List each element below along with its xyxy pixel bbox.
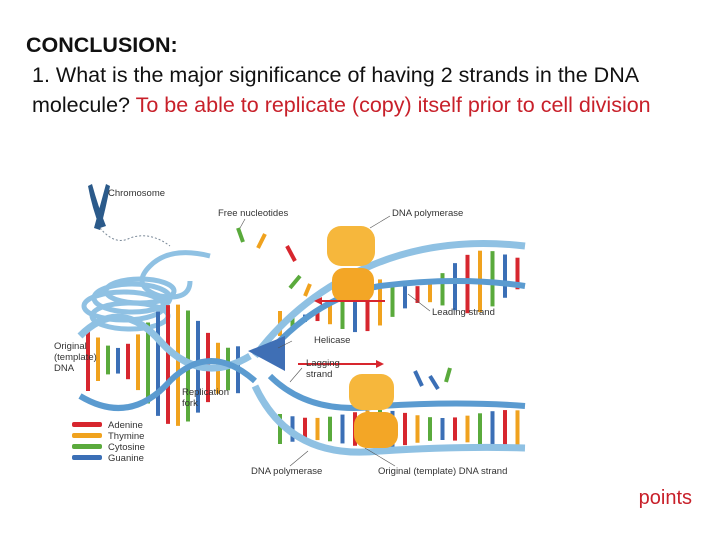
label-leading-strand: Leading strand (432, 307, 495, 318)
leading-arrow-head (314, 297, 322, 305)
top-backbone (252, 240, 526, 359)
leading-strand-pairs (278, 250, 520, 336)
dna-polymerase-bottom (349, 374, 398, 448)
legend-label: Cytosine (108, 442, 145, 453)
template-backbone-b (78, 358, 257, 411)
legend-swatch (72, 422, 102, 427)
label-lagging-2: strand (306, 369, 332, 380)
legend-swatch (72, 444, 102, 449)
chromosome-icon (88, 184, 171, 247)
dna-replication-diagram: Chromosome (54, 184, 526, 477)
label-dna-polymerase-bottom: DNA polymerase (251, 466, 322, 477)
leader-lines (239, 215, 431, 467)
template-backbone-a (77, 313, 252, 372)
legend-swatch (72, 433, 102, 438)
label-free-nucleotides: Free nucleotides (218, 208, 288, 219)
legend-label: Guanine (108, 453, 144, 464)
bottom-backbone (251, 384, 526, 456)
legend-label: Adenine (108, 420, 143, 431)
bottom-backbone-inner (267, 373, 526, 411)
points-label: points (638, 487, 692, 509)
top-backbone-inner (267, 278, 526, 354)
label-replication-1: Replication (182, 387, 229, 398)
dna-polymerase-top (327, 226, 375, 302)
label-original-template-strand: Original (template) DNA strand (378, 466, 507, 477)
question-text: 1. What is the major significance of hav… (32, 63, 638, 117)
label-lagging-1: Lagging (306, 358, 340, 369)
legend-swatch (72, 455, 102, 460)
label-original-3: DNA (54, 363, 75, 374)
answer-text: To be able to replicate (copy) itself pr… (135, 93, 651, 117)
label-replication-2: fork (182, 398, 198, 409)
helicase-icon (248, 336, 285, 371)
label-dna-polymerase-top: DNA polymerase (392, 208, 463, 219)
label-original-1: Original (54, 341, 87, 352)
lagging-arrow-head (376, 360, 384, 368)
label-original-2: (template) (54, 352, 97, 363)
template-helix (77, 304, 257, 426)
conclusion-heading: CONCLUSION: (26, 33, 178, 57)
question-line: 1. What is the major significance of hav… (26, 60, 696, 120)
free-nucleotides (236, 227, 452, 391)
label-helicase: Helicase (314, 335, 350, 346)
label-chromosome: Chromosome (108, 188, 165, 199)
legend-label: Thymine (108, 431, 144, 442)
slide-text: CONCLUSION: 1. What is the major signifi… (26, 30, 696, 120)
